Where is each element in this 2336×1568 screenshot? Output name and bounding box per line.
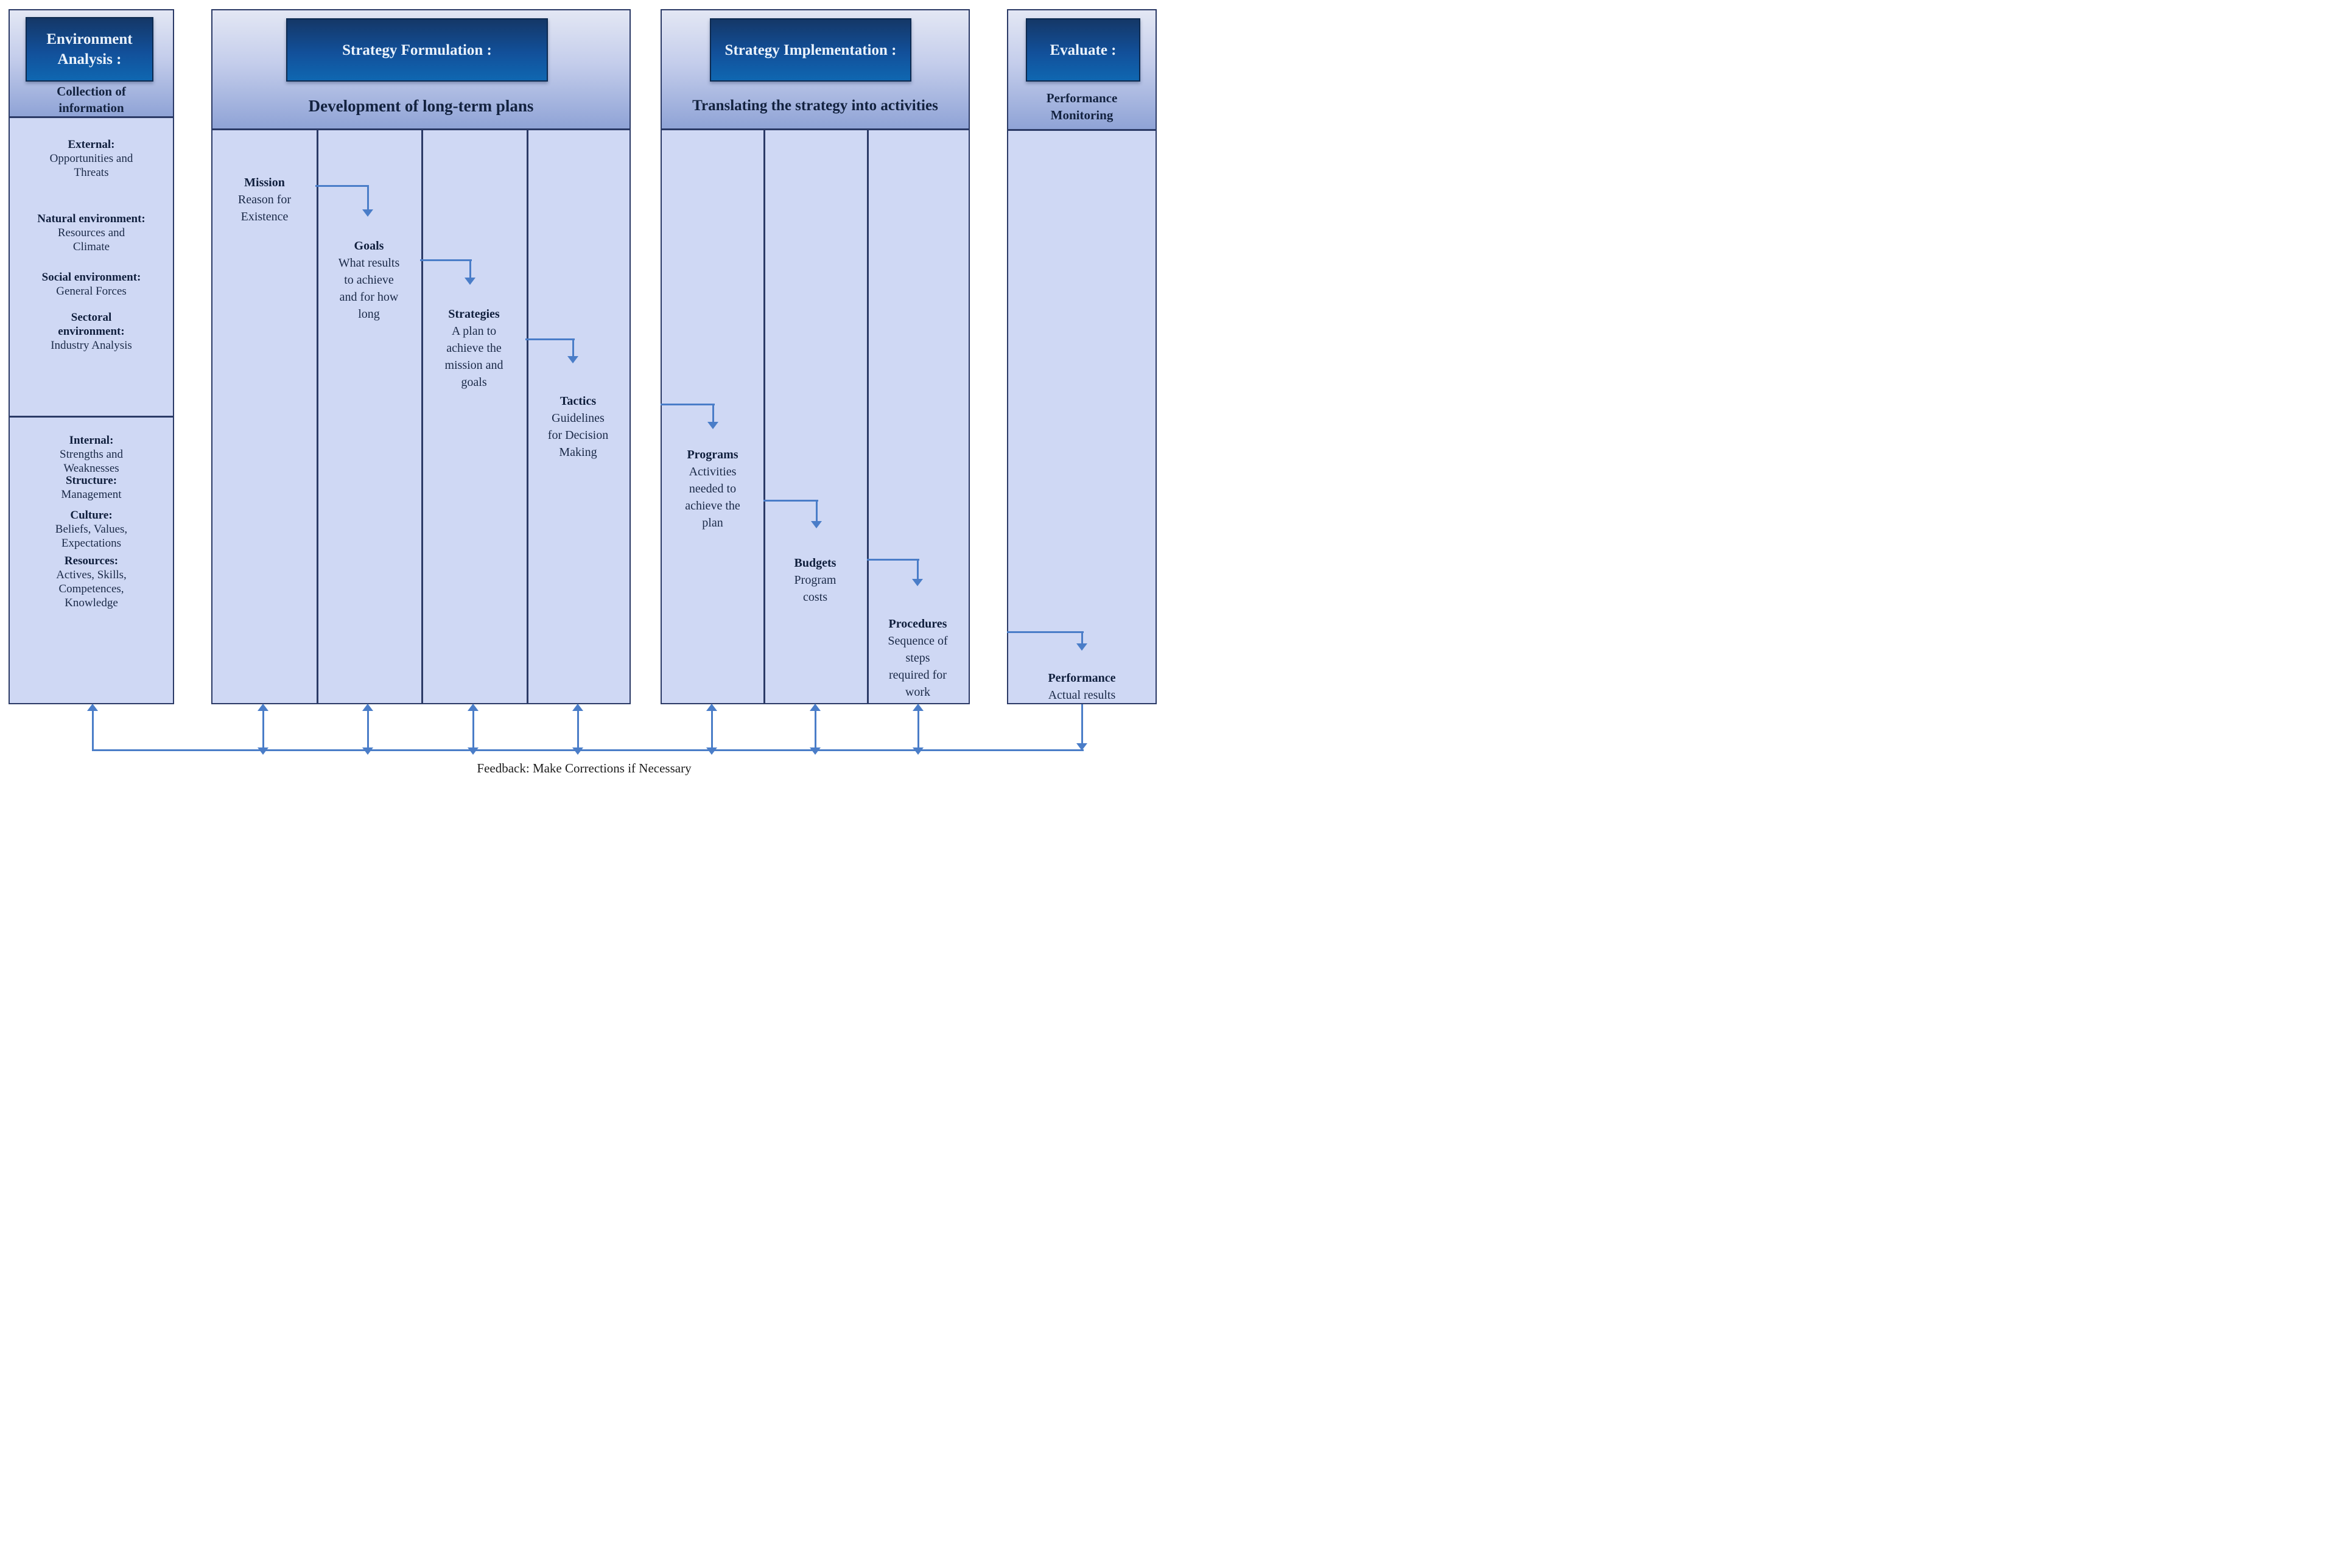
item-sectoral-body: Industry Analysis <box>51 339 132 352</box>
item-natural-title: Natural environment: <box>37 212 146 225</box>
step-performance-title: Performance <box>1048 671 1116 685</box>
step-procedures-title: Procedures <box>888 617 947 631</box>
arrow-mission-to-goals-head-icon <box>362 209 373 217</box>
implementation-column-divider-2 <box>867 130 869 703</box>
item-structure-body: Management <box>61 488 122 501</box>
panel-environment-subtitle: Collection of information <box>57 84 126 115</box>
item-social-environment: Social environment:General Forces <box>10 256 173 298</box>
formulation-column-divider-3 <box>527 130 528 703</box>
arrow-into-programs-head-icon <box>707 422 718 429</box>
implementation-column-divider-1 <box>763 130 765 703</box>
panel-implementation-subtitle: Translating the strategy into activities <box>692 97 938 114</box>
panel-formulation-subtitle: Development of long-term plans <box>308 97 534 115</box>
step-mission-body: Reason for Existence <box>237 193 292 223</box>
item-sectoral-environment: Sectoral environment:Industry Analysis <box>10 296 173 352</box>
step-programs-title: Programs <box>687 448 738 461</box>
item-internal: Internal:Strengths and Weaknesses <box>10 419 173 475</box>
environment-section-divider <box>10 416 173 418</box>
item-sectoral-title: Sectoral environment: <box>58 311 125 338</box>
arrow-strategies-to-tactics-head-icon <box>567 356 578 363</box>
feedback-label: Feedback: Make Corrections if Necessary <box>477 761 692 775</box>
panel-environment-title-box: Environment Analysis : <box>26 17 153 82</box>
item-culture-body: Beliefs, Values, Expectations <box>55 523 128 550</box>
feedback-arrow-environment-head-icon <box>87 704 98 711</box>
panel-environment-analysis: Environment Analysis : Collection of inf… <box>9 9 174 704</box>
item-resources: Resources: Actives, Skills, Competences, … <box>10 540 173 610</box>
step-strategies-body: A plan to achieve the mission and goals <box>444 324 503 389</box>
step-goals-title: Goals <box>354 239 384 253</box>
item-internal-title: Internal: <box>69 434 114 447</box>
item-structure: Structure:Management <box>10 460 173 502</box>
step-budgets-title: Budgets <box>794 556 837 570</box>
feedback-arrow-from-evaluate-head-icon <box>1076 743 1087 751</box>
item-culture-title: Culture: <box>70 509 113 522</box>
step-performance-body: Actual results <box>1048 688 1116 702</box>
feedback-line <box>92 749 1084 751</box>
step-strategies-title: Strategies <box>448 307 500 321</box>
formulation-column-divider-1 <box>317 130 318 703</box>
step-tactics-title: Tactics <box>559 394 597 408</box>
arrow-into-performance-head-icon <box>1076 643 1087 651</box>
item-social-title: Social environment: <box>41 271 141 284</box>
panel-strategy-formulation: Strategy Formulation : Development of lo… <box>211 9 631 704</box>
panel-evaluate-title-box: Evaluate : <box>1026 18 1140 82</box>
arrow-budgets-to-procedures-head-icon <box>912 579 923 586</box>
item-resources-title: Resources: <box>64 555 119 567</box>
step-mission-title: Mission <box>244 176 285 189</box>
step-procedures-body: Sequence of steps required for work <box>888 634 948 699</box>
panel-evaluate: Evaluate : Performance Monitoring Perfor… <box>1007 9 1157 704</box>
item-structure-title: Structure: <box>65 474 118 487</box>
item-external: External:Opportunities and Threats <box>10 124 173 180</box>
strategic-management-diagram: Environment Analysis : Collection of inf… <box>0 0 1168 784</box>
item-internal-body: Strengths and Weaknesses <box>60 448 123 475</box>
step-tactics-body: Guidelines for Decision Making <box>547 411 609 459</box>
item-social-body: General Forces <box>56 285 127 298</box>
item-natural-environment: Natural environment:Resources and Climat… <box>10 198 173 254</box>
item-resources-body: Actives, Skills, Competences, Knowledge <box>56 569 127 609</box>
item-external-title: External: <box>68 138 115 151</box>
panel-evaluate-subtitle: Performance Monitoring <box>1046 90 1118 122</box>
item-natural-body: Resources and Climate <box>57 226 125 253</box>
step-strategies: Strategies A plan to achieve the mission … <box>421 289 527 391</box>
item-external-body: Opportunities and Threats <box>49 152 133 179</box>
step-budgets-body: Program costs <box>794 573 837 604</box>
arrow-goals-to-strategies-head-icon <box>465 278 475 285</box>
step-goals-body: What results to achieve and for how long <box>338 256 400 321</box>
arrow-programs-to-budgets-head-icon <box>811 521 822 528</box>
panel-implementation-title-box: Strategy Implementation : <box>710 18 911 82</box>
item-culture: Culture:Beliefs, Values, Expectations <box>10 494 173 550</box>
panel-formulation-title-box: Strategy Formulation : <box>286 18 548 82</box>
formulation-column-divider-2 <box>421 130 423 703</box>
panel-strategy-implementation: Strategy Implementation : Translating th… <box>661 9 970 704</box>
step-programs-body: Activities needed to achieve the plan <box>685 465 740 530</box>
